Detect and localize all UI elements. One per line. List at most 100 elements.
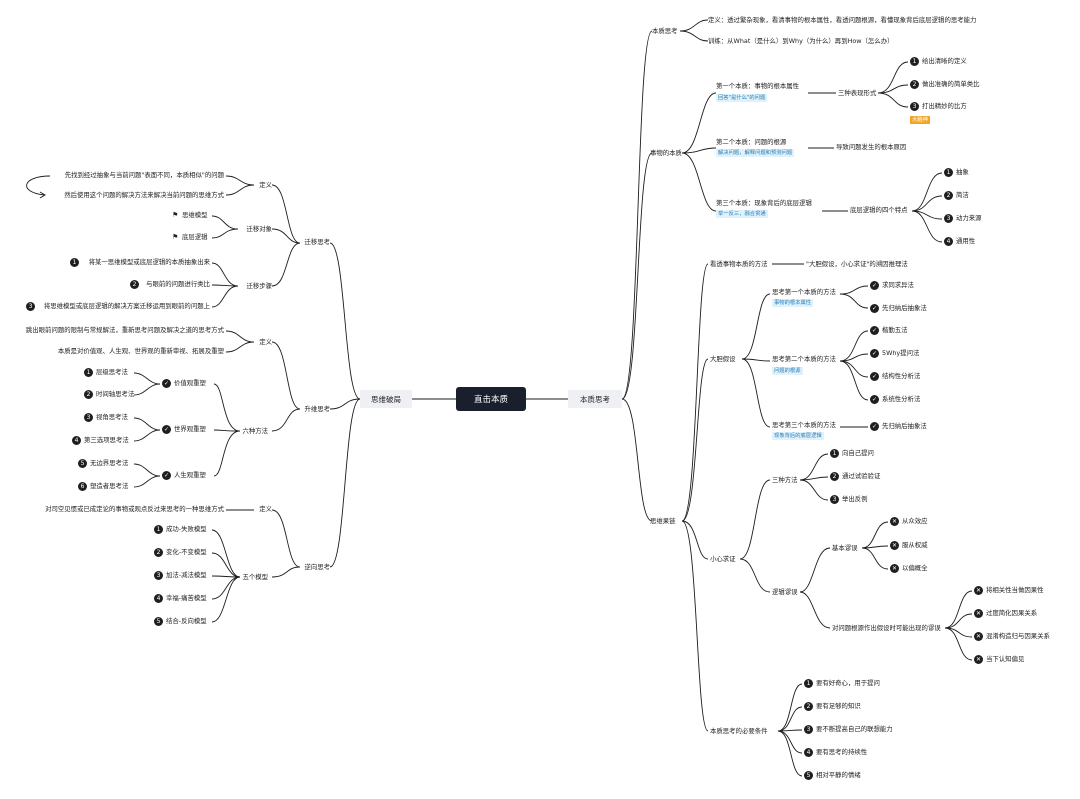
fallacy-item[interactable]: 以偏概全 bbox=[902, 564, 928, 572]
fallacy-item[interactable]: 混淆构造归与因果关系 bbox=[986, 632, 1050, 640]
method-item[interactable]: 5Why提问法 bbox=[882, 349, 920, 357]
branch-transfer-thinking[interactable]: 迁移思考 bbox=[304, 238, 330, 246]
method-node[interactable]: 看透事物本质的方法 bbox=[710, 260, 768, 268]
model-item[interactable]: 变化-不变模型 bbox=[166, 548, 207, 556]
essence-training[interactable]: 训练：从What（是什么）到Why（为什么）再到How（怎么办） bbox=[708, 37, 894, 45]
logical-fallacies[interactable]: 逻辑谬误 bbox=[772, 588, 798, 596]
method-item[interactable]: 先归纳后抽象法 bbox=[882, 304, 927, 312]
method-group-3[interactable]: 思考第三个本质的方法 bbox=[772, 421, 836, 429]
basic-fallacies[interactable]: 基本谬误 bbox=[832, 544, 858, 552]
upgrade-definition[interactable]: 定义 bbox=[259, 338, 272, 346]
causal-fallacies[interactable]: 对问题根源作出假设时可能出现的谬误 bbox=[832, 624, 941, 632]
form-item[interactable]: 做出准确的简单类比 bbox=[922, 80, 980, 88]
method-item[interactable]: 塑造者思考法 bbox=[90, 482, 129, 490]
form-item[interactable]: 给出清晰的定义 bbox=[922, 57, 967, 65]
condition-item[interactable]: 要有足够的知识 bbox=[816, 702, 861, 710]
form-tag: 大脑神 bbox=[910, 116, 930, 124]
central-topic[interactable]: 直击本质 bbox=[456, 387, 526, 411]
fallacy-item[interactable]: 当下认知偏见 bbox=[986, 655, 1025, 663]
cross-icon: ✕ bbox=[890, 541, 899, 550]
definition-line[interactable]: 对司空见惯或已成定论的事物或观点反过来思考的一种思维方式 bbox=[45, 505, 224, 513]
five-models[interactable]: 五个模型 bbox=[242, 573, 268, 581]
fallacy-item[interactable]: 从众效应 bbox=[902, 517, 928, 525]
number-badge-4: 4 bbox=[944, 237, 953, 246]
model-item[interactable]: 加法-减法模型 bbox=[166, 571, 207, 579]
method-item[interactable]: 求同求异法 bbox=[882, 281, 914, 289]
reverse-definition[interactable]: 定义 bbox=[259, 505, 272, 513]
condition-item[interactable]: 要有思考的持续性 bbox=[816, 748, 868, 756]
fallacy-item[interactable]: 服从权威 bbox=[902, 541, 928, 549]
first-essence[interactable]: 第一个本质：事物的根本属性 bbox=[716, 82, 800, 90]
world-reshape[interactable]: 世界观重塑 bbox=[174, 425, 206, 433]
root-node-thinking-breakthrough[interactable]: 思维破局 bbox=[360, 390, 412, 408]
root-node-essence-thinking[interactable]: 本质思考 bbox=[568, 390, 622, 408]
six-methods[interactable]: 六种方法 bbox=[242, 427, 268, 435]
method-item[interactable]: 系统性分析法 bbox=[882, 395, 921, 403]
method-item[interactable]: 层级思考法 bbox=[96, 368, 128, 376]
necessary-conditions[interactable]: 本质思考的必要条件 bbox=[710, 727, 768, 735]
transfer-steps[interactable]: 迁移步骤 bbox=[246, 282, 272, 290]
method-group-1[interactable]: 思考第一个本质的方法 bbox=[772, 288, 836, 296]
method-item[interactable]: 先归纳后抽象法 bbox=[882, 422, 927, 430]
number-badge-1: 1 bbox=[70, 258, 79, 267]
definition-line[interactable]: 本质是对价值观、人生观、世界观的重新审视、拓展及重塑 bbox=[57, 347, 224, 355]
object-item[interactable]: 底层逻辑 bbox=[182, 233, 208, 241]
second-essence-tag: 解决问题，解释问题和预测问题 bbox=[716, 149, 795, 157]
root-cause[interactable]: 导致问题发生的根本原因 bbox=[836, 143, 907, 151]
condition-item[interactable]: 要有好奇心，用于提问 bbox=[816, 679, 880, 687]
check-icon: ✓ bbox=[162, 471, 171, 480]
trait-item[interactable]: 通用性 bbox=[956, 237, 976, 245]
three-forms[interactable]: 三种表现形式 bbox=[838, 89, 877, 97]
object-item[interactable]: 思维模型 bbox=[182, 211, 208, 219]
verify-item[interactable]: 举出反例 bbox=[842, 495, 868, 503]
transfer-objects[interactable]: 迁移对象 bbox=[246, 225, 272, 233]
definition-line[interactable]: 先找到经过抽象与当前问题"表面不同，本质相似"的问题 bbox=[64, 171, 224, 179]
careful-verify[interactable]: 小心求证 bbox=[710, 555, 736, 563]
method-item[interactable]: 第三选项思考法 bbox=[84, 436, 129, 444]
value-reshape[interactable]: 价值观重塑 bbox=[174, 379, 206, 387]
method-item[interactable]: 时间轴思考法 bbox=[96, 390, 135, 398]
second-essence[interactable]: 第二个本质：问题的根源 bbox=[716, 138, 787, 146]
step-item[interactable]: 与眼前的问题进行类比 bbox=[146, 280, 210, 288]
method-item[interactable]: 视角思考法 bbox=[96, 413, 128, 421]
trait-item[interactable]: 动力来源 bbox=[956, 214, 982, 222]
trait-item[interactable]: 简洁 bbox=[956, 191, 969, 199]
branch-thing-essence[interactable]: 事物的本质 bbox=[650, 149, 682, 157]
trait-item[interactable]: 抽象 bbox=[956, 168, 969, 176]
condition-item[interactable]: 相对平静的情绪 bbox=[816, 771, 861, 779]
transfer-definition[interactable]: 定义 bbox=[259, 181, 272, 189]
life-reshape[interactable]: 人生观重塑 bbox=[174, 471, 206, 479]
fallacy-item[interactable]: 过度简化因果关系 bbox=[986, 609, 1038, 617]
step-item[interactable]: 将某一思维模型或底层逻辑的本质抽象出来 bbox=[88, 258, 210, 266]
method-group-2[interactable]: 思考第二个本质的方法 bbox=[772, 355, 836, 363]
model-item[interactable]: 结合-反向模型 bbox=[166, 617, 207, 625]
abductive-reasoning[interactable]: "大胆假设，小心求证"的溯因推理法 bbox=[806, 260, 908, 268]
three-methods[interactable]: 三种方法 bbox=[772, 476, 798, 484]
step-item[interactable]: 将思维模型或底层逻辑的解决方案迁移运用到眼前的问题上 bbox=[43, 302, 210, 310]
verify-item[interactable]: 向自己提问 bbox=[842, 449, 874, 457]
definition-line[interactable]: 跳出眼前问题的限制与常规解法，重新思考问题及解决之道的思考方式 bbox=[25, 326, 224, 334]
number-badge-2: 2 bbox=[154, 548, 163, 557]
branch-essence-thinking[interactable]: 本质思考 bbox=[652, 27, 678, 35]
four-traits[interactable]: 底层逻辑的四个特点 bbox=[850, 206, 908, 214]
flag-icon: ⚑ bbox=[172, 211, 179, 219]
essence-definition[interactable]: 定义：透过繁杂现象，看清事物的根本属性，看透问题根源，看懂现象背后底层逻辑的思考… bbox=[708, 16, 977, 24]
verify-item[interactable]: 通过试验验证 bbox=[842, 472, 881, 480]
number-badge-2: 2 bbox=[830, 472, 839, 481]
model-item[interactable]: 幸福-痛苦模型 bbox=[166, 594, 207, 602]
number-badge-5: 5 bbox=[804, 771, 813, 780]
branch-upgrade-thinking[interactable]: 升维思考 bbox=[304, 405, 330, 413]
definition-line[interactable]: 然后使用这个问题的解决方法来解决当前问题的思维方式 bbox=[64, 191, 224, 199]
number-badge-2: 2 bbox=[804, 702, 813, 711]
bold-hypothesis[interactable]: 大胆假设 bbox=[710, 355, 736, 363]
third-essence[interactable]: 第三个本质：现象背后的底层逻辑 bbox=[716, 199, 812, 207]
branch-thinking-chain[interactable]: 思维果链 bbox=[650, 517, 676, 525]
branch-reverse-thinking[interactable]: 逆向思考 bbox=[304, 563, 330, 571]
method-item[interactable]: 结构性分析法 bbox=[882, 372, 921, 380]
model-item[interactable]: 成功-失败模型 bbox=[166, 525, 207, 533]
fallacy-item[interactable]: 将相关性当做因果性 bbox=[986, 586, 1044, 594]
method-item[interactable]: 楷勤五法 bbox=[882, 326, 908, 334]
form-item[interactable]: 打出精妙的比方 bbox=[922, 102, 967, 110]
method-item[interactable]: 无边界思考法 bbox=[90, 459, 129, 467]
condition-item[interactable]: 要不断提高自己的联想能力 bbox=[816, 725, 893, 733]
